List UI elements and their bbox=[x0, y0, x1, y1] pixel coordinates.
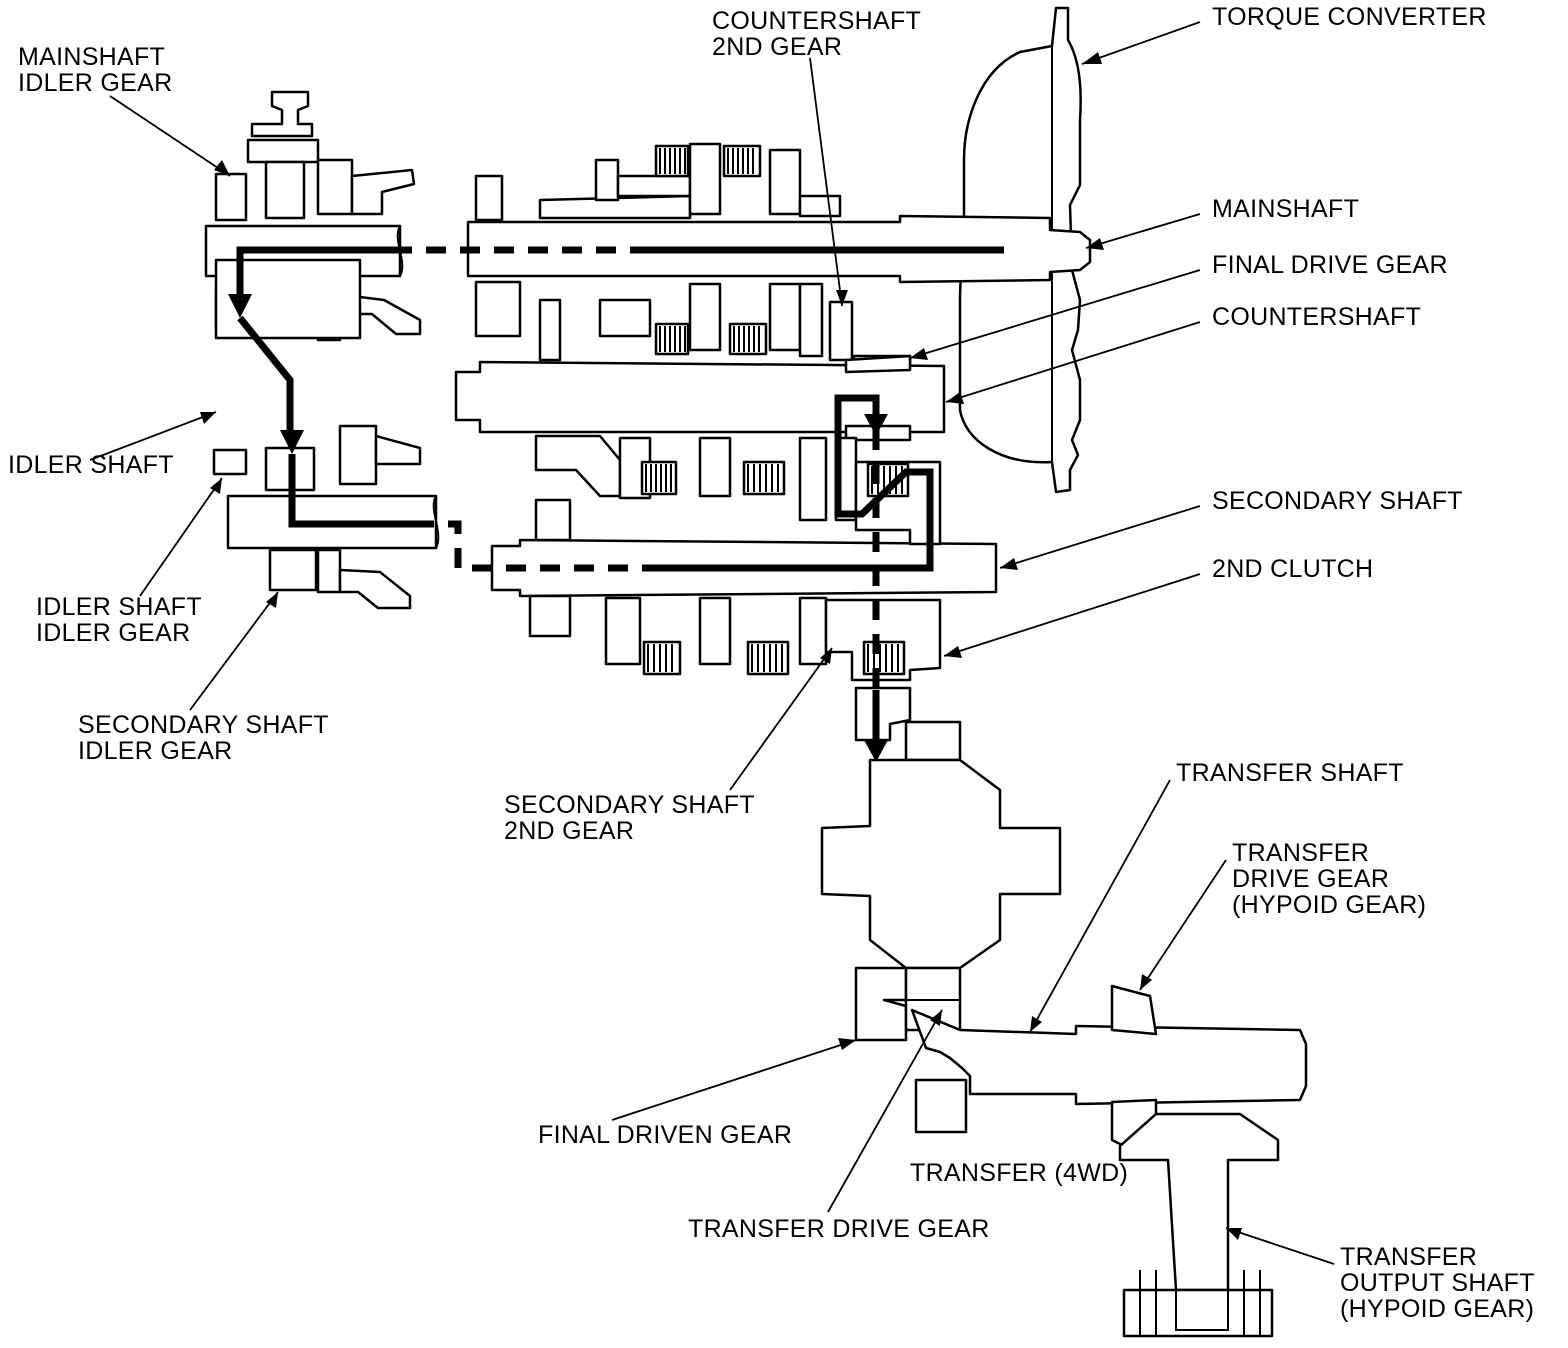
label-countershaft-2nd-gear: COUNTERSHAFT 2ND GEAR bbox=[712, 7, 922, 61]
power-flow-path bbox=[236, 246, 1004, 742]
label-transfer-drive-gear-hypoid: TRANSFER DRIVE GEAR (HYPOID GEAR) bbox=[1232, 839, 1427, 919]
label-transfer-shaft: TRANSFER SHAFT bbox=[1176, 759, 1404, 787]
label-mainshaft-idler-gear: MAINSHAFT IDLER GEAR bbox=[18, 43, 173, 97]
label-mainshaft: MAINSHAFT bbox=[1212, 195, 1360, 223]
label-transfer-output-shaft: TRANSFER OUTPUT SHAFT (HYPOID GEAR) bbox=[1340, 1243, 1535, 1323]
flow-arrowheads bbox=[228, 294, 888, 762]
label-final-driven-gear: FINAL DRIVEN GEAR bbox=[538, 1121, 793, 1149]
label-secondary-shaft-2nd-gear: SECONDARY SHAFT 2ND GEAR bbox=[504, 791, 755, 845]
differential-assembly bbox=[820, 686, 1062, 1042]
label-2nd-clutch: 2ND CLUTCH bbox=[1212, 555, 1374, 583]
leader-arrowheads bbox=[200, 52, 1242, 1240]
label-torque-converter: TORQUE CONVERTER bbox=[1212, 3, 1487, 31]
label-secondary-shaft-idler-gear: SECONDARY SHAFT IDLER GEAR bbox=[78, 711, 329, 765]
mainshaft-idler-gear-assembly bbox=[214, 90, 422, 342]
leader-lines bbox=[89, 21, 1335, 1265]
label-idler-shaft: IDLER SHAFT bbox=[8, 451, 174, 479]
label-final-drive-gear: FINAL DRIVE GEAR bbox=[1212, 251, 1448, 279]
clutch-packs-bottom bbox=[640, 460, 910, 676]
clutch-packs-top bbox=[654, 144, 768, 356]
label-transfer-4wd: TRANSFER (4WD) bbox=[910, 1159, 1129, 1187]
label-idler-shaft-idler-gear: IDLER SHAFT IDLER GEAR bbox=[36, 593, 202, 647]
transfer-assembly bbox=[910, 984, 1308, 1338]
label-transfer-drive-gear: TRANSFER DRIVE GEAR bbox=[688, 1215, 990, 1243]
label-countershaft: COUNTERSHAFT bbox=[1212, 303, 1422, 331]
idler-shaft bbox=[212, 258, 422, 492]
countershaft bbox=[454, 354, 946, 442]
label-secondary-shaft: SECONDARY SHAFT bbox=[1212, 487, 1463, 515]
